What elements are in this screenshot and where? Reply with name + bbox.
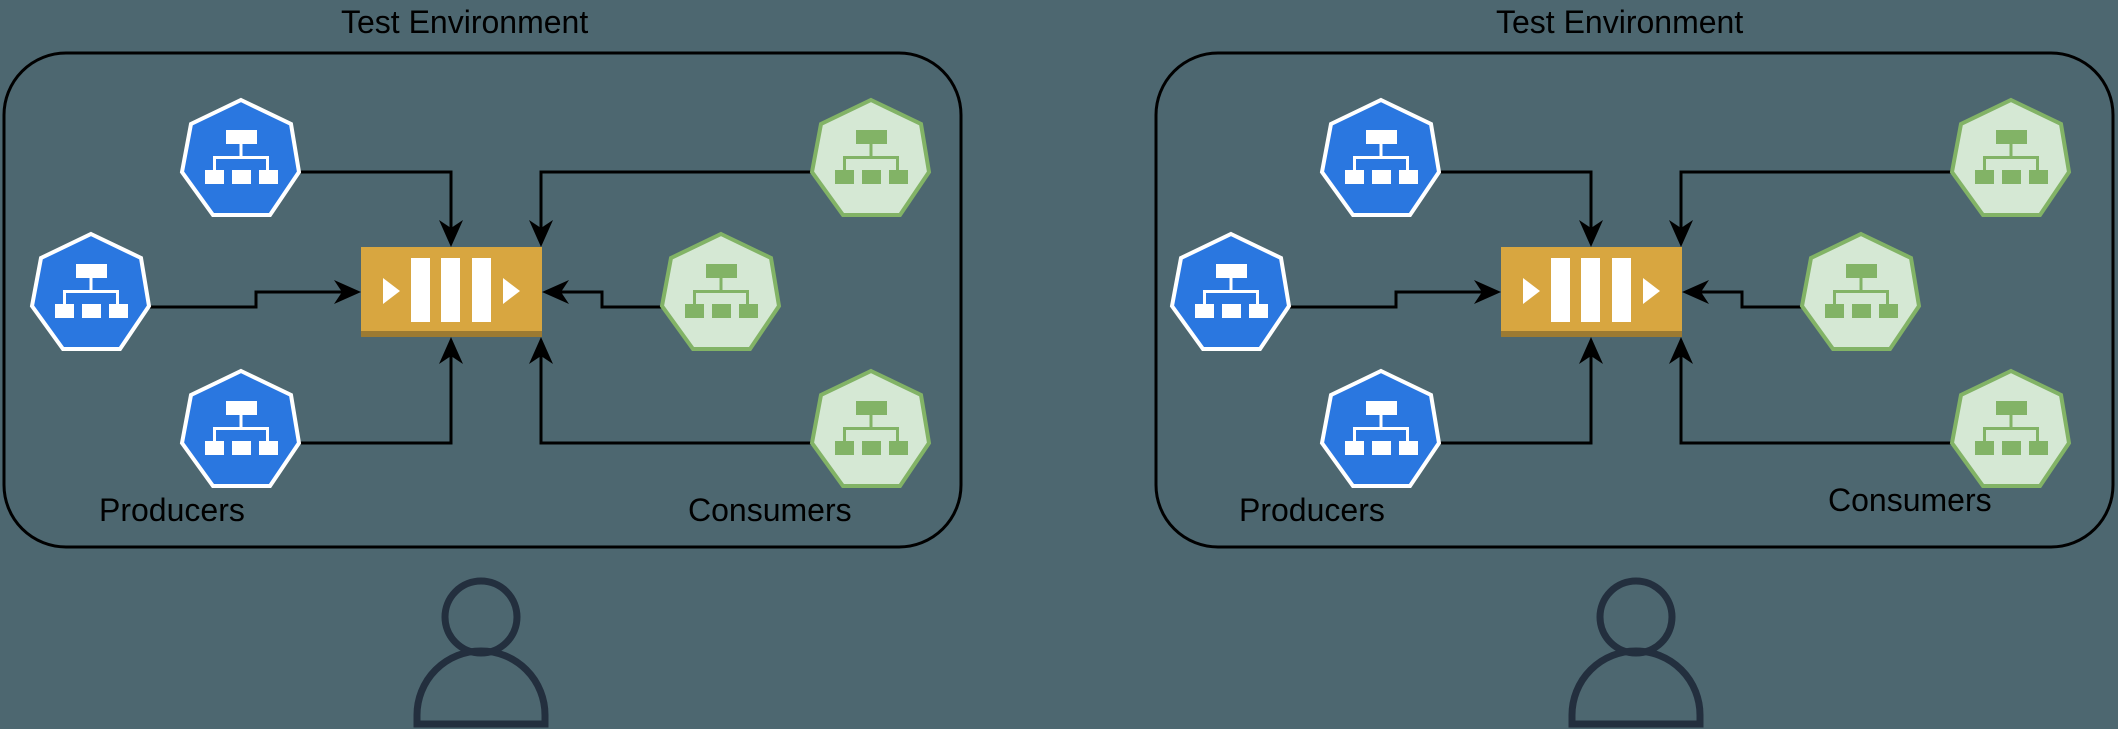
producer-middle[interactable]	[1170, 232, 1291, 351]
environment-container	[2, 51, 963, 549]
consumer-top[interactable]	[810, 98, 931, 217]
edge-consumer-top	[539, 170, 813, 240]
arrowheads	[1474, 220, 1709, 364]
edge-consumer-top	[1679, 170, 1953, 240]
consumer-bottom[interactable]	[1950, 369, 2071, 488]
producer-top[interactable]	[1320, 98, 1441, 217]
user-icon	[1568, 577, 1704, 728]
panel-2-title: Test Environment	[1496, 4, 1744, 40]
edges	[1290, 170, 1953, 445]
consumer-top[interactable]	[1950, 98, 2071, 217]
consumer-middle[interactable]	[660, 232, 781, 351]
edge-producer-top	[299, 170, 453, 240]
arrowhead-down-icon	[1669, 220, 1693, 247]
arrowheads	[334, 220, 569, 364]
edge-consumer-bottom	[1679, 344, 1953, 445]
producer-middle[interactable]	[30, 232, 151, 351]
producer-bottom[interactable]	[180, 369, 301, 488]
message-queue-icon[interactable]	[1501, 247, 1682, 337]
arrowhead-left-icon	[542, 280, 569, 304]
panel-1-producers-label: Producers	[99, 492, 245, 528]
arrowhead-up-icon	[529, 337, 553, 364]
panel-2-consumers-label: Consumers	[1828, 482, 1992, 518]
edge-producer-middle	[150, 290, 354, 309]
edge-consumer-bottom	[539, 344, 813, 445]
producer-top[interactable]	[180, 98, 301, 217]
user-icon	[413, 577, 549, 728]
edge-producer-top	[1439, 170, 1593, 240]
panel-1-consumers-label: Consumers	[688, 492, 852, 528]
arrowhead-down-icon	[1579, 220, 1603, 247]
arrowhead-left-icon	[1682, 280, 1709, 304]
arrowhead-up-icon	[439, 337, 463, 364]
environment-container	[1154, 51, 2115, 549]
arrowhead-right-icon	[334, 280, 361, 304]
panel-1	[2, 51, 963, 728]
panel-2	[1154, 51, 2115, 728]
producer-bottom[interactable]	[1320, 369, 1441, 488]
edge-producer-bottom	[1439, 344, 1593, 445]
message-queue-icon[interactable]	[361, 247, 542, 337]
arrowhead-right-icon	[1474, 280, 1501, 304]
edge-producer-bottom	[299, 344, 453, 445]
panel-2-producers-label: Producers	[1239, 492, 1385, 528]
consumer-middle[interactable]	[1800, 232, 1921, 351]
edge-producer-middle	[1290, 290, 1494, 309]
arrowhead-down-icon	[439, 220, 463, 247]
edge-consumer-middle	[1689, 290, 1802, 309]
edges	[150, 170, 813, 445]
arrowhead-up-icon	[1669, 337, 1693, 364]
edge-consumer-middle	[549, 290, 662, 309]
arrowhead-up-icon	[1579, 337, 1603, 364]
arrowhead-down-icon	[529, 220, 553, 247]
consumer-bottom[interactable]	[810, 369, 931, 488]
panel-1-title: Test Environment	[341, 4, 589, 40]
